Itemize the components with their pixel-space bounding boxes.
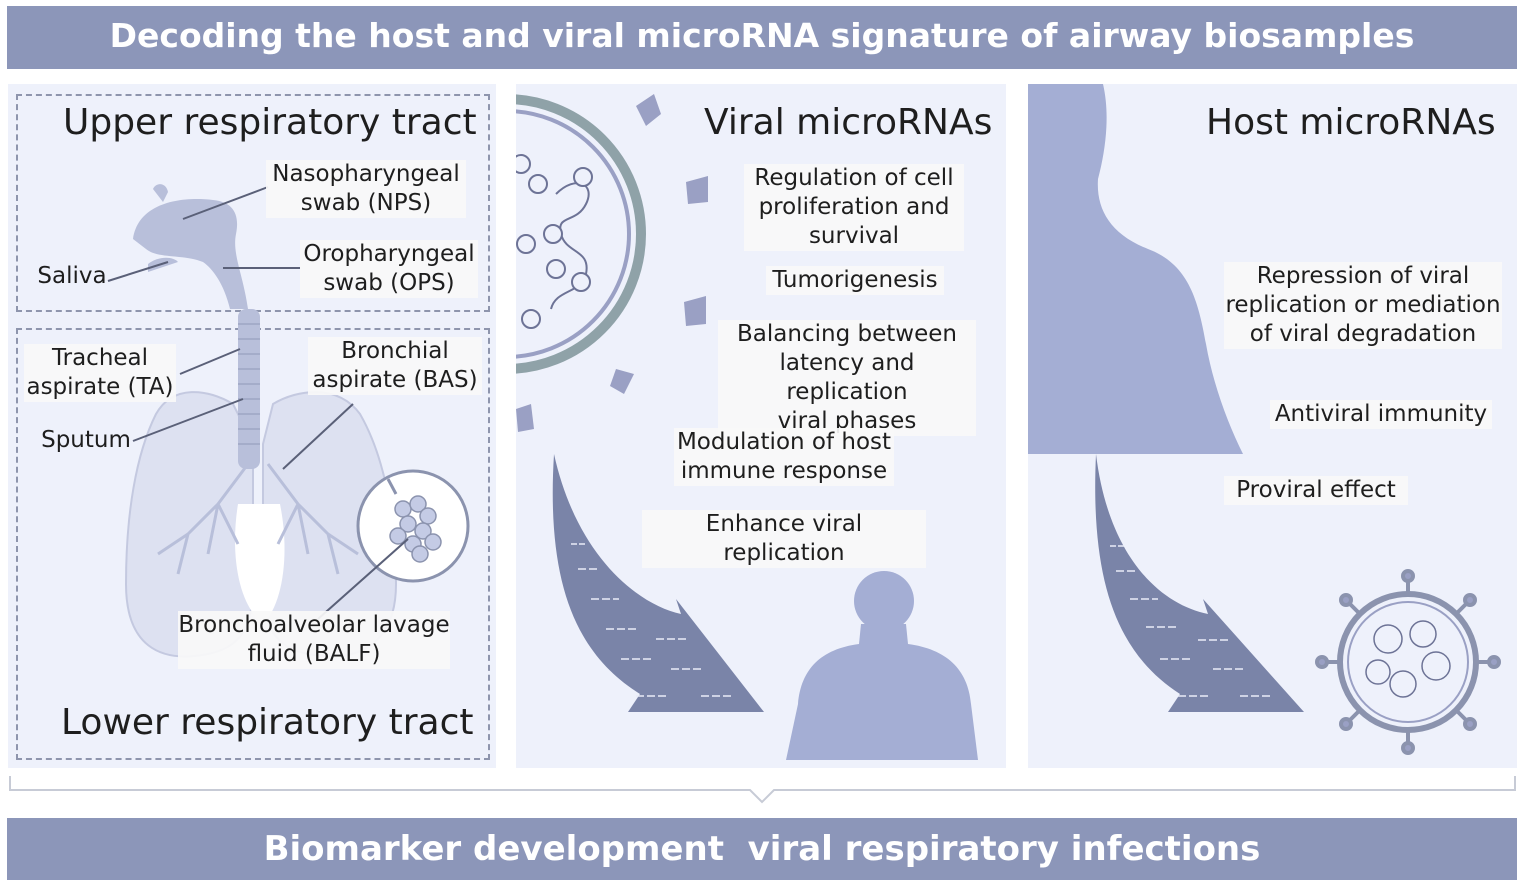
figure-title: Decoding the host and viral microRNA sig… [109,16,1415,55]
label-ta: Tracheal aspirate (TA) [24,344,176,402]
label-saliva: Saliva [37,263,107,289]
host-panel-illustration [1028,84,1501,755]
virus-particle [516,94,646,374]
host-microrna-panel: Host microRNAs Repression of viral repli… [1028,84,1517,768]
footer-text: Biomarker development viral respiratory … [263,829,1261,869]
airway-samples-panel: Upper respiratory tract Lower respirator… [8,84,496,768]
viral-function-2: Tumorigenesis [766,266,944,295]
label-ops: Oropharyngeal swab (OPS) [300,240,478,298]
viral-heading: Viral microRNAs [704,102,993,143]
viral-function-4: Modulation of host immune response [674,428,894,486]
label-nps: Nasopharyngeal swab (NPS) [266,160,466,218]
host-heading: Host microRNAs [1206,102,1496,143]
virus-particle [1315,569,1501,755]
viral-function-5: Enhance viral replication [642,510,926,568]
host-function-3: Proviral effect [1224,476,1408,505]
human-torso-silhouette [1028,84,1243,454]
label-sputum: Sputum [41,427,131,453]
viral-function-3: Balancing between latency and replicatio… [718,320,976,436]
viral-microrna-panel: Viral microRNAs Regulation of cell proli… [516,84,1006,768]
footer-banner: Biomarker development viral respiratory … [7,818,1517,880]
upper-tract-heading: Upper respiratory tract [63,102,477,143]
host-function-2: Antiviral immunity [1270,400,1492,429]
label-balf: Bronchoalveolar lavage fluid (BALF) [178,611,450,669]
lower-tract-heading: Lower respiratory tract [61,702,474,743]
human-silhouette [786,571,978,760]
label-bas: Bronchial aspirate (BAS) [308,337,482,395]
viral-function-1: Regulation of cell proliferation and sur… [744,164,964,251]
title-banner: Decoding the host and viral microRNA sig… [7,6,1517,69]
host-function-1: Repression of viral replication or media… [1224,262,1502,349]
viral-panel-illustration [516,94,978,760]
